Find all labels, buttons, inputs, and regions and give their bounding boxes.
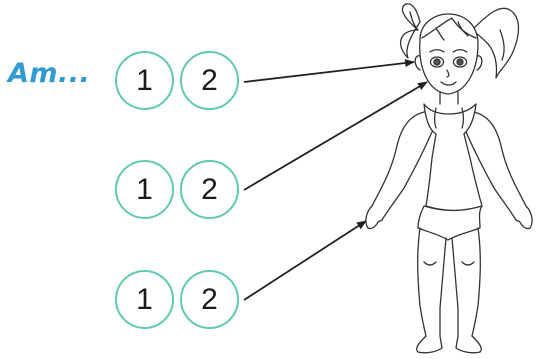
left-leg: [417, 227, 427, 337]
prompt-text: Am...: [8, 58, 91, 89]
mouth: [440, 81, 457, 86]
tank-top: [423, 103, 483, 212]
row-2-option-1-circle[interactable]: 1: [115, 160, 174, 219]
left-foot: [416, 335, 443, 354]
row-3-option-1-circle[interactable]: 1: [115, 270, 174, 329]
underpants: [417, 205, 483, 241]
row-3-option-2-circle[interactable]: 2: [180, 270, 239, 329]
left-hand: [365, 205, 383, 230]
head: [419, 13, 479, 95]
arrow-to-hand: [243, 220, 367, 301]
right-leg: [471, 227, 481, 337]
right-pigtail: [471, 7, 520, 79]
row-1-option-1-circle[interactable]: 1: [115, 51, 174, 110]
right-foot: [455, 335, 482, 354]
left-pigtail: [399, 3, 421, 59]
girl-illustration: [365, 3, 533, 354]
arrow-to-nose: [243, 81, 428, 191]
right-hand: [515, 205, 533, 230]
row-1-option-2-circle[interactable]: 2: [180, 51, 239, 110]
row-2-option-2-circle[interactable]: 2: [180, 160, 239, 219]
right-arm: [473, 111, 527, 207]
left-arm: [371, 111, 425, 207]
arrow-to-eyes: [243, 59, 415, 83]
nose: [446, 69, 450, 78]
